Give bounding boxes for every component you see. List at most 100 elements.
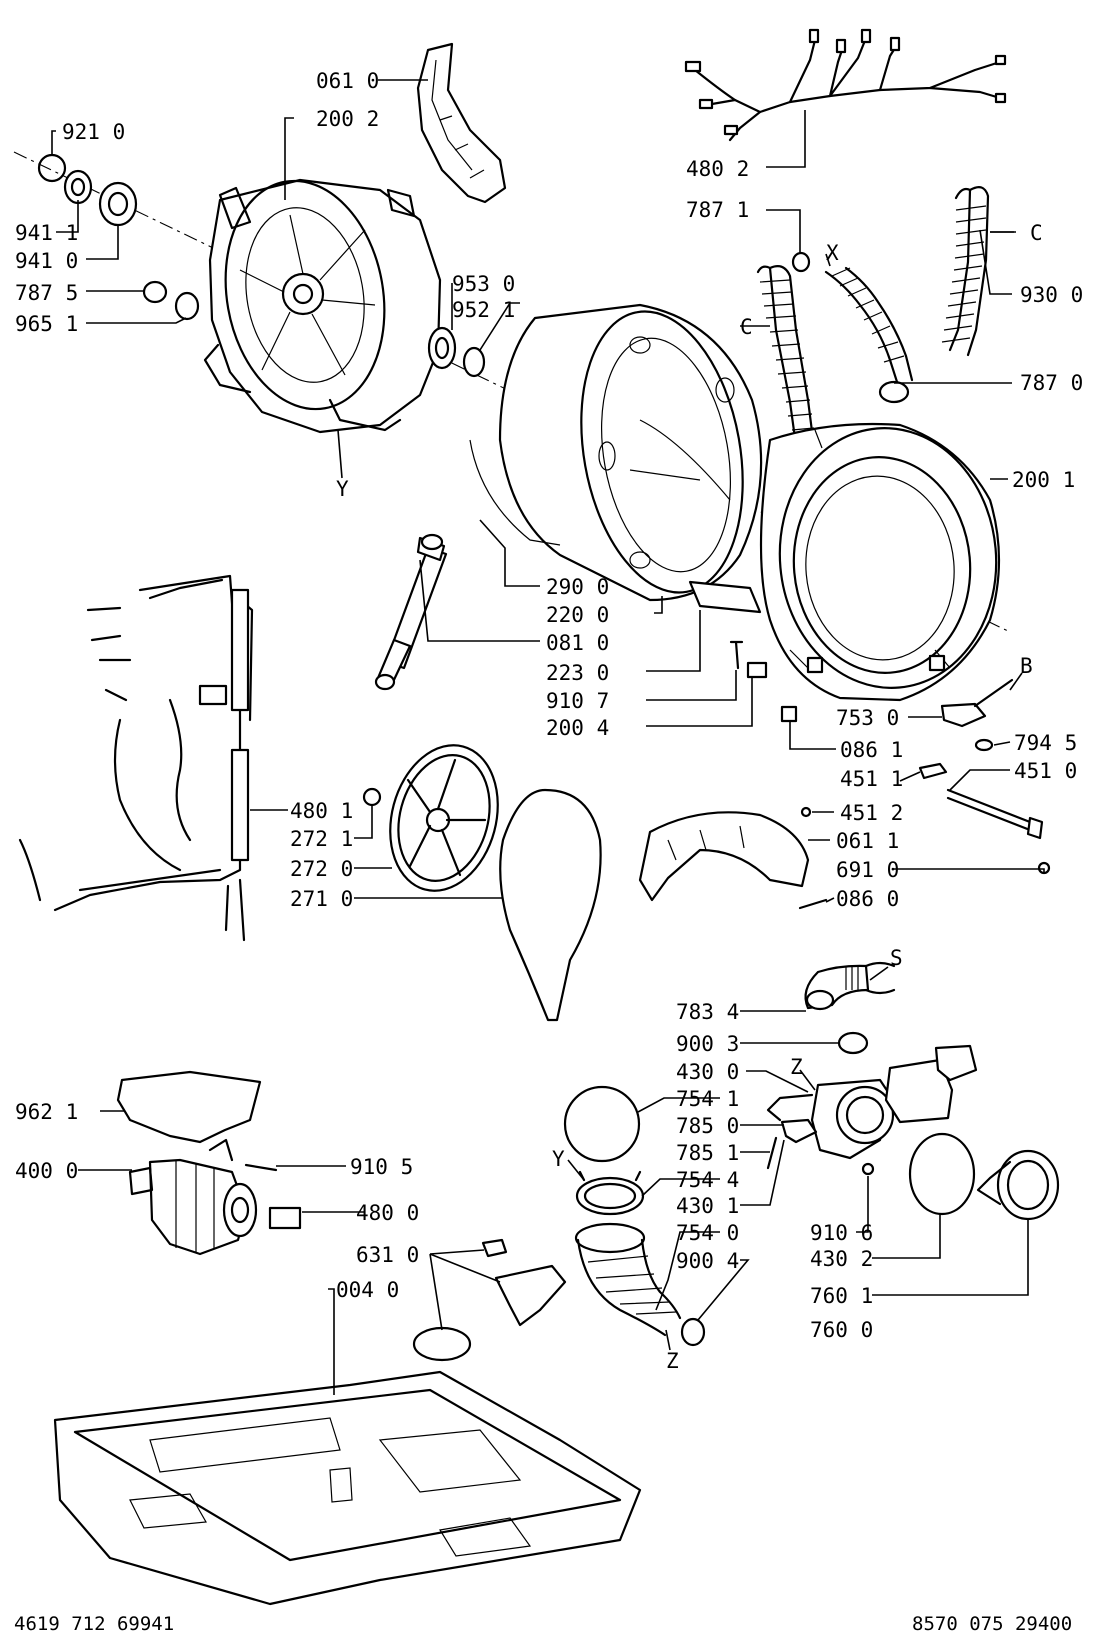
callout-910-7: 910 7 [546,689,609,713]
sump-hose-part [824,266,914,404]
callout-400-0: 400 0 [15,1159,78,1183]
hose-elbow-part [804,961,896,1011]
callout-430-1: 430 1 [676,1194,739,1218]
screw-910-6-part [861,1162,875,1176]
marker-s: S [890,946,903,970]
callout-787-1: 787 1 [686,198,749,222]
callout-430-0: 430 0 [676,1060,739,1084]
callout-691-0: 691 0 [836,858,899,882]
callout-480-2: 480 2 [686,157,749,181]
callout-785-0: 785 0 [676,1114,739,1138]
callout-labels: 061 0 200 2 921 0 941 1 941 0 787 5 965 … [15,69,1083,1342]
front-tub-part [759,422,1001,702]
part-785-0 [780,1118,818,1144]
ring-952-1-part [462,346,486,378]
pulley-nut-part [362,787,382,807]
footer-code-right: 8570 075 29400 [912,1613,1072,1635]
callout-200-1: 200 1 [1012,468,1075,492]
ring-754-4-part [575,1170,645,1216]
clamp-900-4-part [680,1317,706,1347]
callout-480-1: 480 1 [290,799,353,823]
sump-bellows-part [574,1222,682,1337]
callout-760-0: 760 0 [810,1318,873,1342]
clip-086-1-part [780,705,798,723]
clamp-787-5-part [142,280,168,304]
inner-drum-part [498,303,763,602]
screw-910-5-part [244,1163,278,1172]
callout-451-2: 451 2 [840,801,903,825]
marker-x: X [826,241,839,265]
callout-086-1: 086 1 [840,738,903,762]
callout-061-1: 061 1 [836,829,899,853]
motor-cover-part [116,1070,262,1144]
callout-900-3: 900 3 [676,1032,739,1056]
drain-hose-c-part [756,265,817,462]
pin-785-1-part [766,1136,778,1170]
lower-counterweight-part [638,811,810,902]
block-200-4-part [746,661,768,679]
callout-953-0: 953 0 [452,272,515,296]
callout-004-0: 004 0 [336,1278,399,1302]
screw-910-7-part [729,640,744,670]
callout-910-6: 910 6 [810,1221,873,1245]
callout-631-0: 631 0 [356,1243,419,1267]
wiring-loom-left-part [18,574,254,942]
callout-223-0: 223 0 [546,661,609,685]
drum-spider-part [469,439,561,546]
marker-c-right: C [1030,221,1043,245]
marker-y-tub: Y [336,477,349,501]
disc-754-1-part [563,1085,641,1163]
callout-081-0: 081 0 [546,631,609,655]
wiring-harness-top-part [684,28,1007,142]
gasket-760-1-part [908,1132,976,1216]
callout-930-0: 930 0 [1020,283,1083,307]
callout-451-1: 451 1 [840,767,903,791]
base-plate-part [53,1370,642,1606]
callout-785-1: 785 1 [676,1141,739,1165]
part-451-1 [918,762,948,780]
drain-pump-part [766,1044,978,1160]
callout-290-0: 290 0 [546,575,609,599]
drum-pulley-part [389,744,499,892]
callout-272-0: 272 0 [290,857,353,881]
motor-part [128,1138,258,1256]
callout-200-4: 200 4 [546,716,609,740]
callout-910-5: 910 5 [350,1155,413,1179]
sensor-753-0-part [940,678,1014,728]
callout-787-0: 787 0 [1020,371,1083,395]
small-bearing-part [63,169,93,205]
marker-b: B [1020,654,1033,678]
rear-tub-part [203,178,442,434]
callout-200-2: 200 2 [316,107,379,131]
callout-272-1: 272 1 [290,827,353,851]
marker-z-pump: Z [790,1055,803,1079]
screw-086-0-part [798,898,828,910]
ring-965-1-part [174,291,200,321]
callout-962-1: 962 1 [15,1100,78,1124]
shock-absorber-part [374,533,448,691]
callout-900-4: 900 4 [676,1249,739,1273]
callout-794-5: 794 5 [1014,731,1077,755]
coiled-hose-part [941,185,990,357]
callout-086-0: 086 0 [836,887,899,911]
callout-952-1: 952 1 [452,298,515,322]
callout-480-0: 480 0 [356,1201,419,1225]
letter-markers: Y C C X B S Z Y Z [336,221,1043,1373]
callout-061-0: 061 0 [316,69,379,93]
callout-220-0: 220 0 [546,603,609,627]
callout-430-2: 430 2 [810,1247,873,1271]
callout-271-0: 271 0 [290,887,353,911]
oring-794-5-part [974,738,994,752]
footer-code-left: 4619 712 69941 [14,1613,174,1635]
callout-754-0: 754 0 [676,1221,739,1245]
bracket-223-0-part [688,580,762,614]
callout-783-4: 783 4 [676,1000,739,1024]
marker-y-ring: Y [552,1147,565,1171]
filter-cap-part [976,1149,1060,1221]
callout-760-1: 760 1 [810,1284,873,1308]
callout-921-0: 921 0 [62,120,125,144]
leader-lines [51,79,1045,1395]
callout-451-0: 451 0 [1014,759,1077,783]
heater-element-part [946,788,1044,840]
